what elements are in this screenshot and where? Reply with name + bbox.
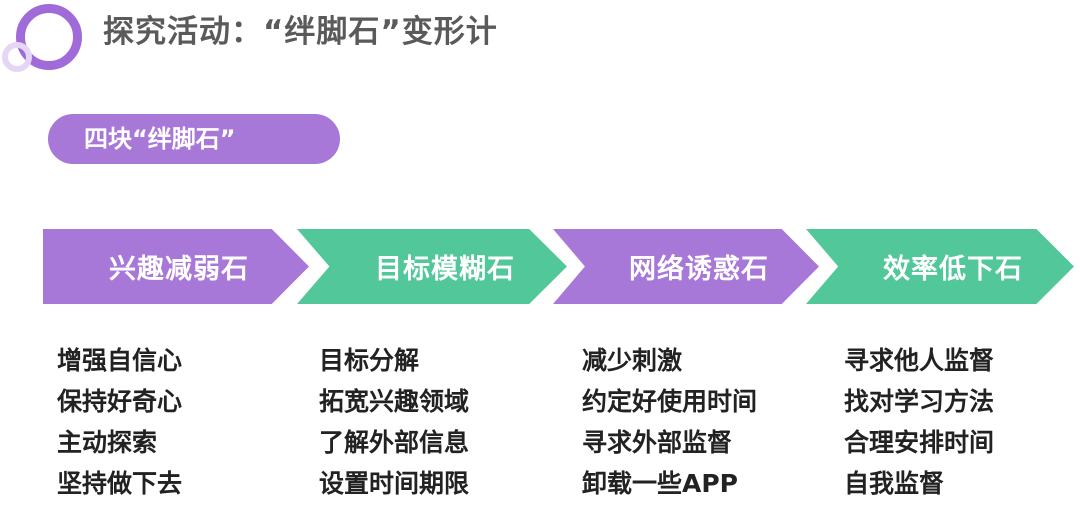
stone-chevron-1: 兴趣减弱石 (43, 229, 309, 304)
page-title: 探究活动：“绊脚石”变形计 (103, 14, 498, 50)
tip-item: 自我监督 (844, 469, 945, 498)
tip-item: 了解外部信息 (319, 428, 470, 457)
tip-item: 拓宽兴趣领域 (319, 387, 470, 416)
section-label: 四块“绊脚石” (48, 114, 340, 164)
tip-item: 合理安排时间 (844, 428, 995, 457)
stone-label: 兴趣减弱石 (109, 254, 249, 285)
tip-item: 目标分解 (319, 346, 420, 375)
stone-label: 目标模糊石 (375, 254, 515, 285)
tip-item: 寻求他人监督 (844, 346, 995, 375)
tip-item: 保持好奇心 (57, 387, 183, 416)
tip-item: 坚持做下去 (57, 469, 183, 498)
logo-small-ring-icon (2, 42, 32, 72)
tip-item: 约定好使用时间 (582, 387, 758, 416)
stone-label: 网络诱惑石 (629, 254, 769, 285)
logo-ring-icon (16, 4, 82, 70)
stone-label: 效率低下石 (883, 254, 1023, 285)
tips-list-2: 目标分解 拓宽兴趣领域 了解外部信息 设置时间期限 (319, 340, 469, 504)
tip-item: 卸载一些APP (582, 469, 738, 498)
tips-list-4: 寻求他人监督 找对学习方法 合理安排时间 自我监督 (844, 340, 994, 504)
tip-item: 寻求外部监督 (582, 428, 733, 457)
tips-list-1: 增强自信心 保持好奇心 主动探索 坚持做下去 (57, 340, 182, 504)
tip-item: 找对学习方法 (844, 387, 995, 416)
stone-chevron-4: 效率低下石 (806, 229, 1074, 304)
stone-chevron-2: 目标模糊石 (297, 229, 567, 304)
tip-item: 减少刺激 (582, 346, 683, 375)
tip-item: 主动探索 (57, 428, 158, 457)
stone-chevron-3: 网络诱惑石 (553, 229, 819, 304)
tips-list-3: 减少刺激 约定好使用时间 寻求外部监督 卸载一些APP (582, 340, 757, 504)
tip-item: 设置时间期限 (319, 469, 470, 498)
tip-item: 增强自信心 (57, 346, 183, 375)
